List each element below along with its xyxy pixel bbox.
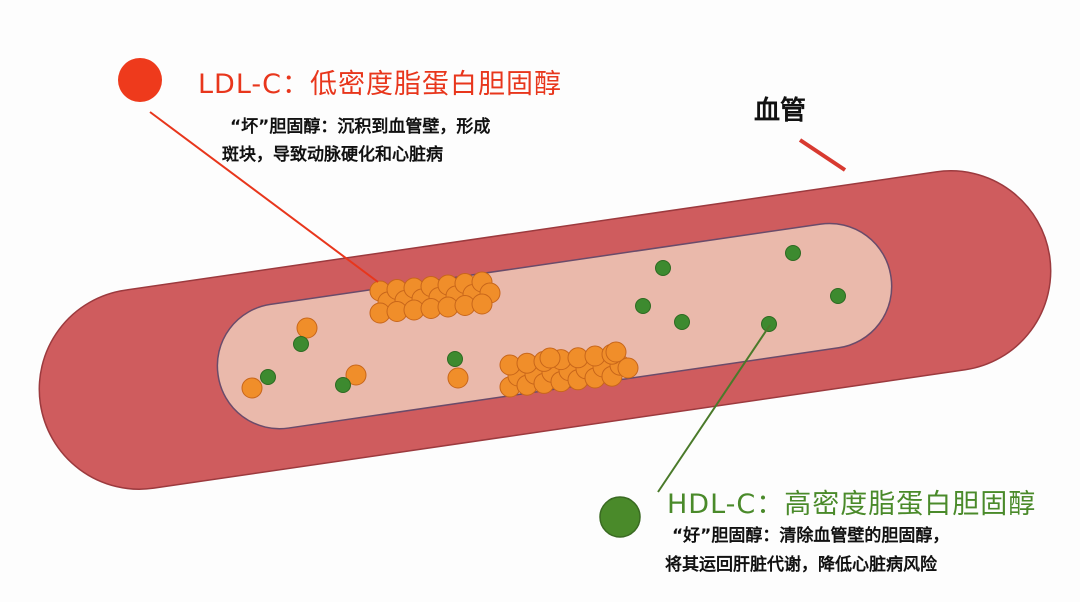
hdl-description-line-2: 将其运回肝脏代谢，降低心脏病风险 — [665, 555, 937, 575]
ldl-description-line-2: 斑块，导致动脉硬化和心脏病 — [222, 145, 443, 165]
hdl-title: HDL-C：高密度脂蛋白胆固醇 — [667, 489, 1037, 520]
ldl-particle — [617, 357, 639, 379]
hdl-marker-dot — [599, 496, 641, 538]
ldl-title: LDL-C：低密度脂蛋白胆固醇 — [198, 69, 562, 100]
hdl-particle — [260, 369, 276, 385]
hdl-description-line-1: “好”胆固醇：清除血管壁的胆固醇， — [672, 526, 950, 546]
hdl-particle — [785, 245, 801, 261]
ldl-pointer-line — [149, 111, 379, 283]
ldl-particle — [471, 293, 493, 315]
hdl-particle — [674, 314, 690, 330]
hdl-particle — [335, 377, 351, 393]
ldl-particle — [605, 341, 627, 363]
hdl-particle — [761, 316, 777, 332]
ldl-particle — [447, 367, 469, 389]
ldl-particle — [345, 364, 367, 386]
ldl-particle — [241, 377, 263, 399]
hdl-particle — [293, 336, 309, 352]
ldl-marker-dot — [118, 58, 162, 102]
vessel-label: 血管 — [754, 96, 807, 126]
hdl-particle — [635, 298, 651, 314]
hdl-particle — [447, 351, 463, 367]
hdl-pointer-line — [657, 324, 771, 493]
hdl-particle — [830, 288, 846, 304]
ldl-description-line-1: “坏”胆固醇：沉积到血管壁，形成 — [230, 117, 491, 137]
vessel-pointer-line — [798, 138, 847, 172]
hdl-particle — [655, 260, 671, 276]
ldl-particle — [296, 317, 318, 339]
ldl-particle — [539, 347, 561, 369]
